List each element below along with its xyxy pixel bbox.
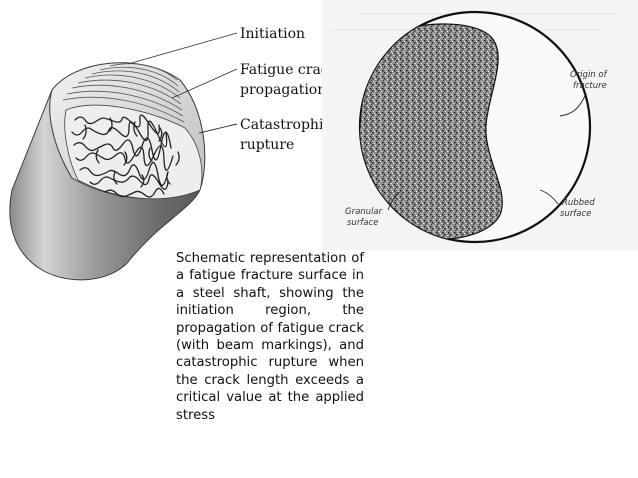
figure-caption: Schematic representation of a fatigue fr…: [176, 251, 364, 423]
leader-lines: [127, 32, 238, 134]
label-fatigue-propagation: propagation: [240, 82, 326, 98]
label-origin: Origin of: [570, 70, 609, 80]
label-origin-fracture: fracture: [573, 81, 607, 91]
label-rubbed: Rubbed: [562, 198, 595, 208]
cross-leader-lines: [387, 95, 586, 211]
label-fatigue-crack: Fatigue crack: [240, 62, 338, 78]
beach-marks: [62, 63, 185, 123]
granular-surface-region: [360, 23, 503, 241]
rupture-texture: [71, 114, 180, 198]
cross-section-figure: Origin of fracture Granular surface Rubb…: [322, 0, 638, 250]
label-initiation: Initiation: [240, 26, 305, 42]
label-catastrophic: Catastrophic: [240, 117, 331, 133]
label-rupture: rupture: [240, 137, 294, 153]
label-granular: Granular: [345, 207, 383, 217]
label-rubbed-surface: surface: [560, 209, 591, 219]
shaft-figure: Initiation Fatigue crack propagation Cat…: [9, 26, 338, 281]
label-granular-surface: surface: [347, 218, 378, 228]
